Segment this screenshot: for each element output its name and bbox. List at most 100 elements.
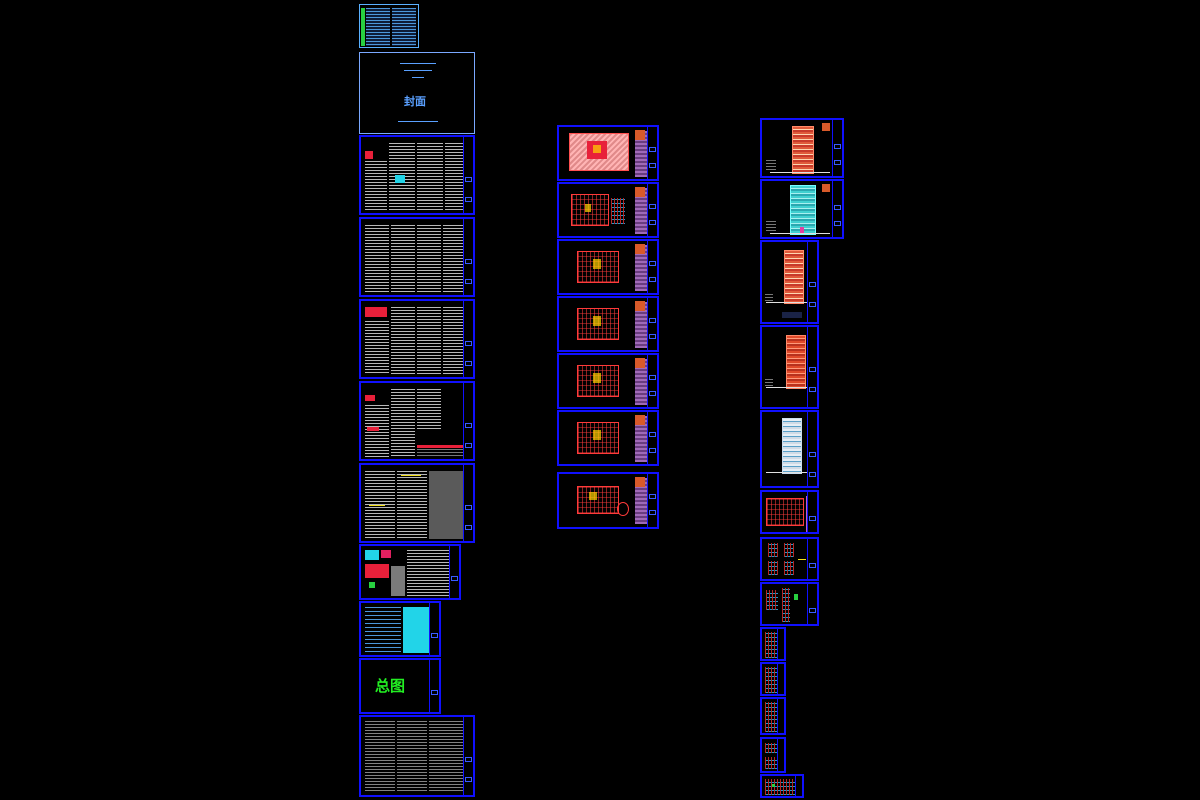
title-block <box>449 546 459 598</box>
cover-line-2 <box>404 70 432 71</box>
sheet-detail-2[interactable] <box>760 537 819 581</box>
cover-line-1 <box>400 63 436 64</box>
sheet-elevation-1[interactable] <box>760 118 844 178</box>
stamp-mark <box>635 187 645 197</box>
notes-table <box>417 449 463 457</box>
schedule-cyan-panel <box>403 607 431 653</box>
floor-plan-section <box>611 198 625 224</box>
sheet-floor-plan-3[interactable] <box>557 239 659 295</box>
detail-green-mark <box>794 594 798 600</box>
sheet-floor-plan-7[interactable] <box>557 472 659 529</box>
sheet-floor-plan-4[interactable] <box>557 296 659 352</box>
index-table-left <box>366 8 390 46</box>
detail-drawing <box>765 667 779 693</box>
detail-drawing-b <box>782 588 790 622</box>
legend-table <box>407 550 453 596</box>
notes-col-2 <box>391 225 415 293</box>
title-block <box>777 664 784 694</box>
notes-col-4 <box>443 307 465 375</box>
title-block <box>647 241 657 293</box>
title-block <box>429 603 439 655</box>
sheet-design-notes-2[interactable] <box>359 217 475 297</box>
elevation-tower <box>782 418 802 474</box>
notes-grey-panel <box>429 471 463 539</box>
detail-plan <box>766 498 804 526</box>
title-block <box>429 660 439 712</box>
notes-yellow-1 <box>401 475 421 476</box>
detail-drawing-c <box>768 561 778 575</box>
sheet-detail-3[interactable] <box>760 582 819 626</box>
detail-drawing <box>765 743 779 753</box>
sheet-detail-5[interactable] <box>760 662 786 696</box>
title-block <box>647 355 657 407</box>
schedule-table <box>365 607 401 653</box>
floor-plan-drawing <box>577 486 619 514</box>
floor-plan-drawing <box>569 133 629 171</box>
title-block <box>807 412 817 486</box>
sheet-detail-4[interactable] <box>760 627 786 661</box>
sheet-cover[interactable]: 封面 <box>359 52 475 134</box>
title-block <box>807 327 817 407</box>
elevation-legend <box>765 294 773 302</box>
stamp-mark <box>635 358 645 368</box>
sheet-design-notes-4[interactable] <box>359 381 475 461</box>
plan-notes-strip <box>635 416 649 462</box>
cover-line-3 <box>412 77 424 78</box>
sheet-design-notes-5[interactable] <box>359 463 475 543</box>
sheet-detail-8[interactable] <box>760 774 804 798</box>
sheet-elevation-5[interactable] <box>760 410 819 488</box>
title-block <box>647 474 657 527</box>
sheet-detail-7[interactable] <box>760 737 786 773</box>
notes-col-1 <box>365 405 389 457</box>
sheet-specification[interactable] <box>359 715 475 797</box>
title-block <box>463 465 473 541</box>
elevation-ground-line <box>766 387 810 388</box>
index-marker <box>361 8 365 46</box>
notes-col-1 <box>365 225 389 293</box>
detail-drawing-a <box>766 590 778 610</box>
title-block <box>647 298 657 350</box>
elevation-entrance <box>800 227 804 233</box>
sheet-floor-plan-1[interactable] <box>557 125 659 181</box>
sheet-elevation-2[interactable] <box>760 179 844 239</box>
notes-red-mark <box>365 307 387 317</box>
cover-footer-line <box>398 121 438 122</box>
floor-plan-callout <box>617 502 629 516</box>
title-block <box>807 539 817 579</box>
detail-yellow <box>798 559 806 560</box>
title-block <box>832 181 842 237</box>
stamp-mark <box>822 184 830 192</box>
legend-magenta <box>381 550 391 558</box>
elevation-ground-line <box>766 472 810 473</box>
sheet-floor-plan-5[interactable] <box>557 353 659 409</box>
sheet-design-notes-3[interactable] <box>359 299 475 379</box>
sheet-design-notes-1[interactable] <box>359 135 475 215</box>
title-block <box>777 699 784 733</box>
title-block <box>463 219 473 295</box>
elevation-ground-line <box>770 172 830 173</box>
detail-green-mark <box>772 784 775 787</box>
floor-plan-highlight <box>593 373 601 383</box>
spec-col-2 <box>397 721 427 793</box>
sheet-detail-1[interactable] <box>760 490 819 534</box>
detail-drawing-b <box>784 543 794 557</box>
sheet-elevation-3[interactable] <box>760 240 819 324</box>
index-table-right <box>392 8 416 46</box>
sheet-elevation-4[interactable] <box>760 325 819 409</box>
title-block <box>777 739 784 771</box>
title-block <box>832 120 842 176</box>
sheet-schedule[interactable] <box>359 601 441 657</box>
sheet-site-plan[interactable]: 总图 <box>359 658 441 714</box>
notes-col-3 <box>417 307 441 375</box>
sheet-floor-plan-2[interactable] <box>557 182 659 238</box>
sheet-index[interactable] <box>359 4 419 48</box>
sheet-detail-6[interactable] <box>760 697 786 735</box>
plan-notes-strip <box>635 302 649 348</box>
spec-col-3 <box>429 721 463 793</box>
elevation-ground-line <box>770 233 830 234</box>
sheet-floor-plan-6[interactable] <box>557 410 659 466</box>
sheet-legend[interactable] <box>359 544 461 600</box>
notes-col-2 <box>391 389 415 457</box>
detail-drawing-d <box>784 561 794 575</box>
